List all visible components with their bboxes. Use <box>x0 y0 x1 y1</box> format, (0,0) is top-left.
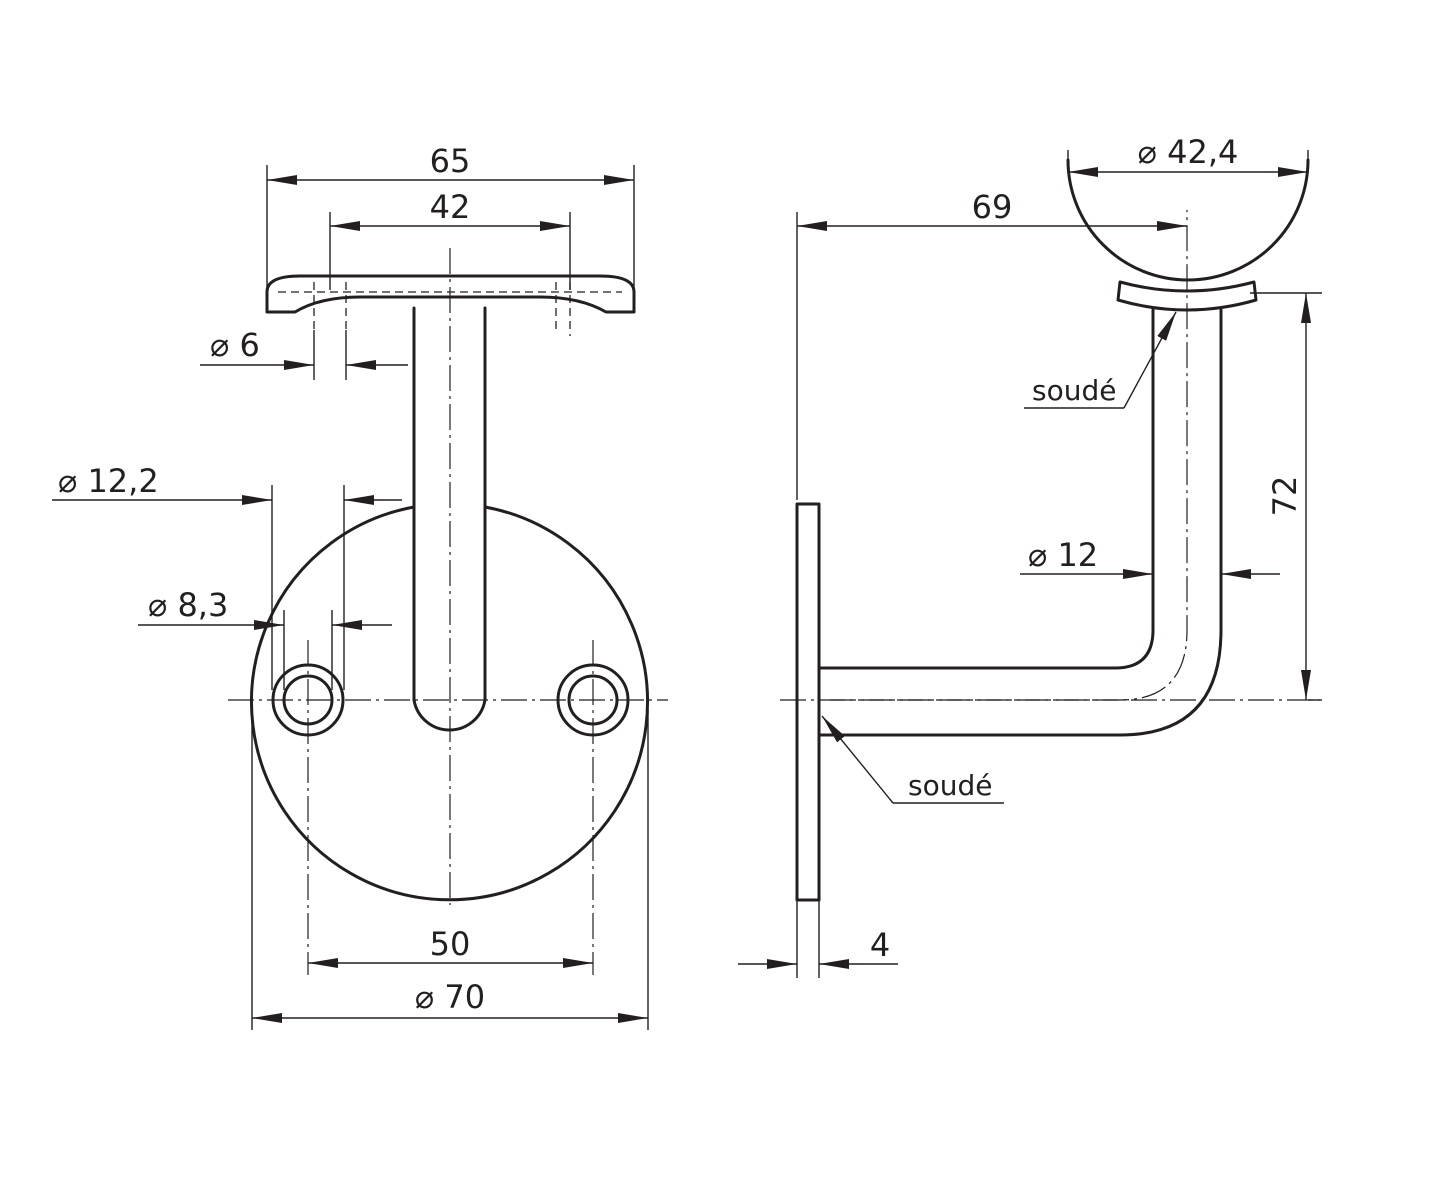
dim-50-label: 50 <box>430 925 471 963</box>
weld-bottom-note: soudé <box>908 769 992 802</box>
dia-8-3-label: ⌀ 8,3 <box>148 586 228 624</box>
bent-bar-inner <box>817 308 1155 670</box>
weld-top-leader <box>1123 311 1177 409</box>
side-saddle <box>1116 280 1258 312</box>
dim-65-label: 65 <box>430 142 471 180</box>
weld-bottom-leader <box>821 715 894 804</box>
dia-12-2-label: ⌀ 12,2 <box>58 462 159 500</box>
left-hole-inner <box>282 674 334 726</box>
dia-42-4-label: ⌀ 42,4 <box>1138 133 1239 171</box>
base-plate-outline <box>250 505 649 902</box>
dim-4-label: 4 <box>870 926 890 964</box>
dia-70-label: ⌀ 70 <box>415 978 485 1016</box>
right-hole-outer <box>556 663 630 737</box>
saddle-plate <box>265 274 636 314</box>
dia-12-label: ⌀ 12 <box>1028 536 1098 574</box>
wall-plate <box>795 502 821 902</box>
bent-bar-outer <box>817 308 1223 737</box>
right-hole-inner <box>567 674 619 726</box>
dia-6-label: ⌀ 6 <box>210 326 260 364</box>
support-bar <box>412 306 487 732</box>
weld-top-note: soudé <box>1032 374 1116 407</box>
bar-centerline <box>830 210 1188 701</box>
side-view: ⌀ 42,4 69 72 ⌀ 12 4 soudé soudé <box>738 133 1322 978</box>
handrail-profile <box>1066 158 1310 282</box>
dim-42-label: 42 <box>430 188 471 226</box>
left-hole-outer <box>271 663 345 737</box>
dim-72-label: 72 <box>1266 476 1304 517</box>
dim-69-label: 69 <box>972 188 1013 226</box>
front-view: 65 42 ⌀ 6 ⌀ 12,2 ⌀ 8,3 50 ⌀ 70 <box>52 142 668 1030</box>
